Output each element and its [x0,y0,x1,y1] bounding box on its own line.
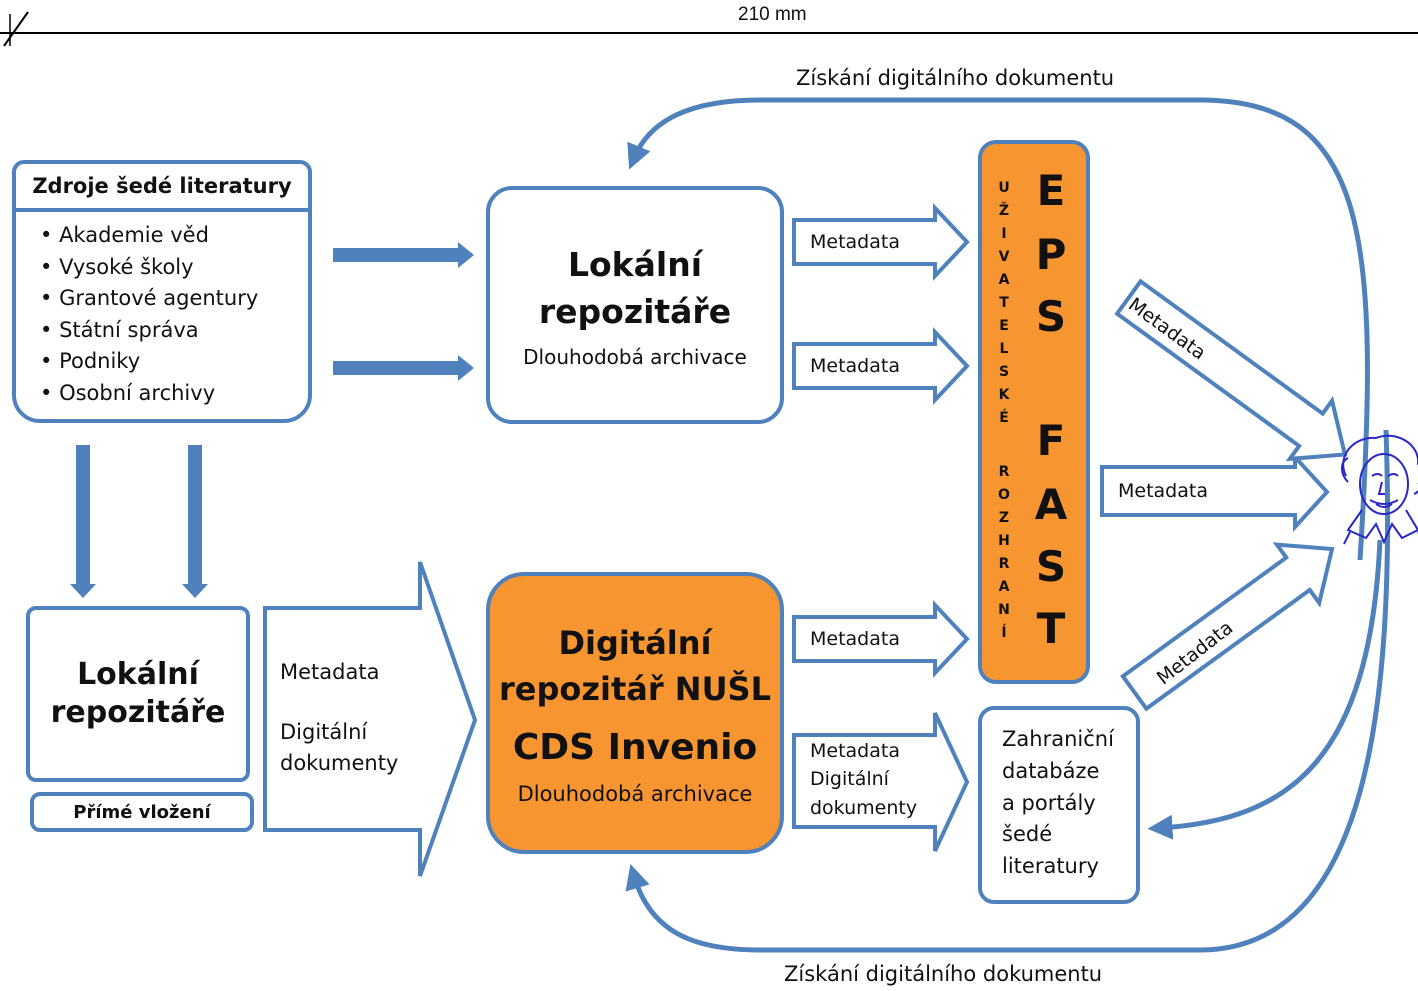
vertical-letter: R [998,556,1010,572]
foreign-line: a portály [1002,791,1096,815]
local-repo-top-subtitle: Dlouhodobá archivace [523,345,747,369]
vertical-letter: L [999,341,1009,357]
fast-letter: T [1036,604,1066,653]
metadata-arrow-top1 [792,202,970,282]
source-item: Státní správa [40,315,258,347]
fast-letter: A [1034,480,1068,529]
ruler-label: 210 mm [738,4,807,25]
vertical-letter: V [998,249,1010,265]
eps-fast-box: U Ž I V A T E L S K É R O Z H R A N Í E … [978,140,1090,684]
arrow-label-mid: Metadata [810,628,900,650]
arrow-label-bottom-1: Metadata [810,740,900,762]
metadata-arrow-diag-bottom [1120,542,1335,712]
vertical-letter: I [1001,226,1007,242]
vertical-letter: H [998,533,1010,549]
eps-letter: S [1035,292,1067,341]
vertical-letter: Í [1001,625,1007,641]
nusl-repository-box: Digitální repozitář NUŠL CDS Invenio Dlo… [486,572,784,854]
eps-letter: E [1036,166,1066,215]
source-item: Vysoké školy [40,252,258,284]
sources-box: Zdroje šedé literatury Akademie věd Vyso… [12,160,312,423]
foreign-line: šedé [1002,822,1053,846]
vertical-letter: O [998,487,1010,503]
big-arrow-label-3: dokumenty [280,751,399,775]
vertical-letter: N [998,602,1010,618]
local-repo-top-title-1: Lokální [567,245,703,284]
foreign-databases-box: Zahraniční databáze a portály šedé liter… [978,706,1140,904]
sources-list: Akademie věd Vysoké školy Grantové agent… [40,220,258,409]
vertical-letter: E [999,318,1009,334]
local-repo-bottom-title-2: repozitáře [50,695,226,730]
nusl-system: CDS Invenio [512,727,758,768]
ruler-tick [3,11,29,47]
vertical-letter: Ž [998,203,1010,219]
vertical-letter: T [999,295,1009,311]
metadata-arrow-top2 [792,326,970,406]
metadata-arrow-mid [792,599,970,679]
big-arrow-label-2: Digitální [280,720,368,744]
local-repo-top-title-2: repozitáře [538,292,732,331]
vertical-letter: K [998,387,1010,403]
local-repo-bottom-title-1: Lokální [77,657,199,692]
nusl-subtitle: Dlouhodobá archivace [517,782,753,806]
vertical-letter: A [998,272,1010,288]
einstein-portrait-icon [1341,434,1418,545]
arrow-label-bottom-2: Digitální [810,768,889,790]
source-item: Podniky [40,346,258,378]
source-item: Osobní archivy [40,378,258,410]
bottom-curved-arrow [625,429,1391,953]
source-down-arrow-1 [70,445,96,598]
arrow-label-bottom-3: dokumenty [810,797,918,819]
source-to-repo-arrow-2 [333,355,474,381]
fast-letter: F [1036,416,1066,465]
eps-letter: P [1035,230,1067,279]
nusl-title-2: repozitář NUŠL [499,670,771,708]
arrow-label-top1: Metadata [810,231,900,253]
big-block-arrow [263,561,478,877]
local-repo-bottom-box: Lokální repozitáře [26,606,250,782]
metadata-arrow-bottom [792,712,970,852]
vertical-letter: É [999,410,1009,426]
metadata-arrow-diag-top [1114,278,1348,462]
source-item: Akademie věd [40,220,258,252]
local-repo-top-box: Lokální repozitáře Dlouhodobá archivace [486,186,784,424]
big-arrow-label-1: Metadata [280,660,380,684]
vertical-letter: A [998,579,1010,595]
source-item: Grantové agentury [40,283,258,315]
vertical-letter: U [998,180,1010,196]
source-to-repo-arrow-1 [333,242,474,268]
foreign-curved-arrow [1147,539,1383,840]
bottom-caption: Získání digitálního dokumentu [784,962,1103,986]
foreign-line: literatury [1002,854,1099,878]
sources-title: Zdroje šedé literatury [16,164,308,212]
vertical-letter: Z [998,510,1010,526]
vertical-letter: R [998,464,1010,480]
source-down-arrow-2 [182,445,208,598]
foreign-line: Zahraniční [1002,727,1114,751]
arrow-label-top2: Metadata [810,355,900,377]
direct-insert-box: Přímé vložení [30,792,254,832]
fast-letter: S [1035,542,1067,591]
vertical-letter: S [998,364,1010,380]
nusl-title-1: Digitální [558,624,712,662]
top-curved-arrow [627,97,1370,561]
foreign-line: databáze [1002,759,1100,783]
arrow-label-right: Metadata [1118,480,1208,502]
metadata-arrow-right [1100,451,1330,533]
top-caption: Získání digitálního dokumentu [796,66,1115,90]
